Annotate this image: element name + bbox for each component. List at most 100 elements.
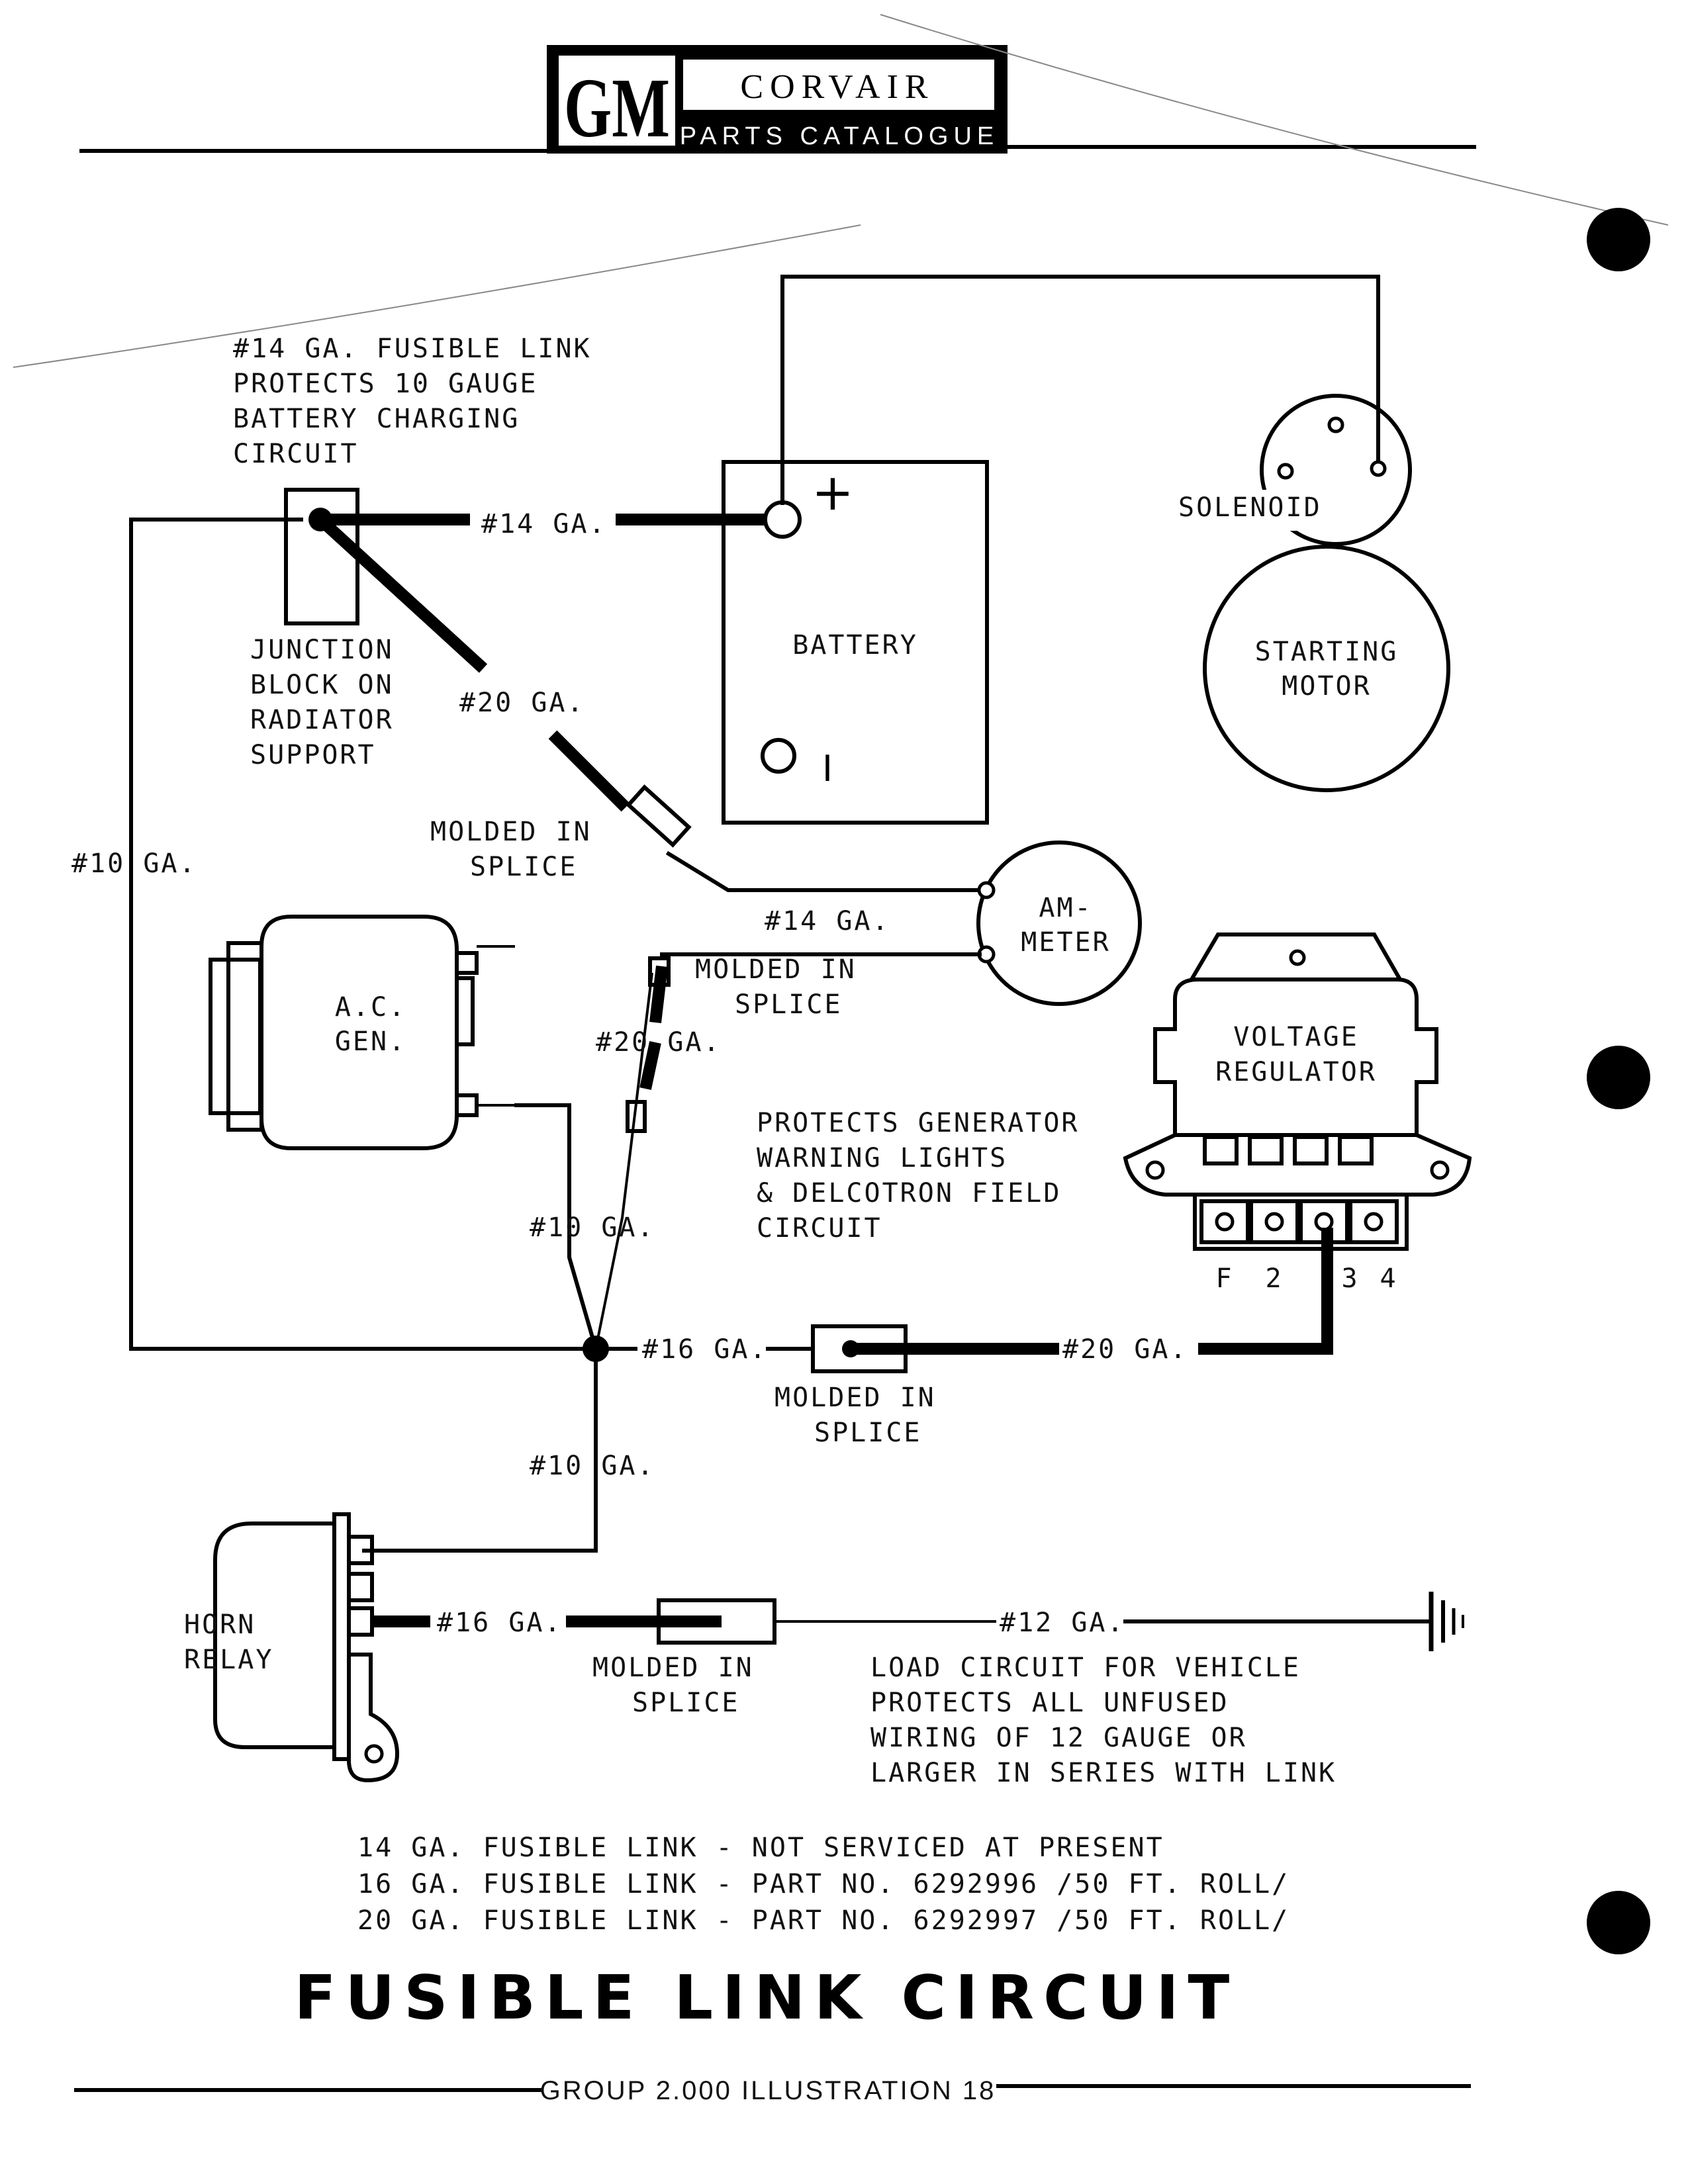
horn-relay-mount-hole [364, 1744, 384, 1764]
starting-motor-label-1: STARTING [1255, 637, 1399, 667]
page-title: FUSIBLE LINK CIRCUIT [295, 1962, 1239, 2033]
fusible-note-line-3: BATTERY CHARGING [233, 404, 520, 434]
protects-generator-line-3: & DELCOTRON FIELD [757, 1178, 1061, 1208]
header-name-panel [683, 60, 994, 110]
load-circuit-line-4: LARGER IN SERIES WITH LINK [870, 1758, 1336, 1788]
solenoid-label: SOLENOID [1178, 492, 1322, 523]
fusible-link-20-regulator-end [1198, 1228, 1333, 1355]
label-20-gauge-top: #20 GA. [459, 688, 585, 718]
fusible-note-line-2: PROTECTS 10 GAUGE [233, 369, 538, 399]
voltage-regulator [1123, 933, 1472, 1251]
ac-generator-terminal-top [455, 951, 479, 975]
molded-splice-1-label-2: SPLICE [470, 852, 578, 882]
molded-splice-2-label-1: MOLDED IN [695, 954, 857, 985]
scan-line-1 [13, 224, 861, 368]
binder-hole-bottom [1587, 1891, 1650, 1954]
voltage-regulator-mount-right [1430, 1160, 1450, 1180]
molded-splice-2b [626, 1100, 647, 1133]
voltage-regulator-mount-left [1145, 1160, 1165, 1180]
fusible-note: #14 GA. FUSIBLE LINK PROTECTS 10 GAUGE B… [233, 334, 592, 469]
regulator-screw-f [1215, 1212, 1235, 1232]
protects-generator-line-1: PROTECTS GENERATOR [757, 1108, 1079, 1138]
fusible-link-20-segment-b [649, 965, 668, 1024]
gm-logo-panel [559, 56, 675, 146]
binder-hole-top [1587, 208, 1650, 271]
junction-block-label-1: JUNCTION [250, 635, 394, 665]
ac-generator-terminal-bottom [455, 1093, 479, 1117]
horn-relay-terminal-2 [347, 1572, 374, 1602]
scan-line-2 [880, 14, 1669, 226]
molded-splice-2 [648, 956, 671, 987]
horn-relay-base [332, 1512, 351, 1761]
horn-relay-cover [213, 1522, 334, 1749]
molded-splice-4-label-2: SPLICE [632, 1688, 740, 1718]
terminal-label-3: 3 [1341, 1263, 1359, 1294]
gm-logo: GM [564, 61, 670, 155]
regulator-terminal-4 [1348, 1199, 1399, 1244]
note-14-gauge: 14 GA. FUSIBLE LINK - NOT SERVICED AT PR… [357, 1833, 1164, 1863]
horn-relay [213, 1512, 400, 1783]
voltage-regulator-screw [1289, 949, 1306, 966]
molded-splice-2-label-2: SPLICE [735, 989, 843, 1020]
regulator-tab-3 [1293, 1135, 1329, 1165]
ac-gen-label-1: A.C. [335, 992, 406, 1023]
fusible-link-20-segment-a [639, 1041, 661, 1090]
note-20-gauge: 20 GA. FUSIBLE LINK - PART NO. 6292997 /… [357, 1905, 1289, 1936]
label-20-gauge-right: #20 GA. [1062, 1334, 1188, 1365]
note-16-gauge: 16 GA. FUSIBLE LINK - PART NO. 6292996 /… [357, 1869, 1289, 1899]
regulator-terminal-block [1193, 1193, 1409, 1251]
battery-negative-terminal [761, 738, 796, 774]
ac-generator-pulley [209, 958, 262, 1115]
battery-positive-terminal [763, 500, 802, 539]
catalogue-header: GM CORVAIR PARTS CATALOGUE [79, 45, 1476, 155]
ac-generator [209, 915, 515, 1150]
scan-artifacts [13, 14, 1669, 368]
solenoid-terminal-2 [1277, 463, 1294, 480]
load-circuit-line-3: WIRING OF 12 GAUGE OR [870, 1723, 1247, 1753]
regulator-screw-2 [1264, 1212, 1284, 1232]
footer-label: GROUP 2.000 ILLUSTRATION 18 [540, 2076, 996, 2105]
battery-cable-to-solenoid [780, 275, 1380, 505]
label-16-gauge-mid: #16 GA. [642, 1334, 768, 1365]
label-10-gauge-low: #10 GA. [530, 1451, 655, 1481]
fusible-link-20-upper [316, 515, 488, 673]
solenoid-label-bg [1172, 490, 1337, 531]
horn-relay-label-2: RELAY [184, 1645, 273, 1675]
horn-relay-terminal-3 [347, 1606, 374, 1637]
regulator-tab-2 [1248, 1135, 1284, 1165]
ac-generator-body [259, 915, 459, 1150]
regulator-terminal-f [1199, 1199, 1250, 1244]
ammeter-label-1: AM- [1039, 893, 1092, 923]
terminal-label-2: 2 [1265, 1263, 1283, 1294]
ammeter-label-2: METER [1021, 927, 1110, 958]
fusible-note-line-1: #14 GA. FUSIBLE LINK [233, 334, 592, 364]
regulator-tab-1 [1203, 1135, 1239, 1165]
molded-splice-1 [626, 784, 692, 848]
label-14-gauge-top-text: #14 GA. [481, 509, 607, 539]
binder-holes [1587, 208, 1650, 1954]
voltage-regulator-label-2: REGULATOR [1215, 1057, 1377, 1087]
label-10-gauge-left: #10 GA. [71, 848, 197, 879]
battery [722, 460, 989, 825]
protects-generator-line-2: WARNING LIGHTS [757, 1143, 1008, 1173]
label-20-gauge-mid: #20 GA. [596, 1027, 722, 1058]
battery-label: BATTERY [792, 630, 918, 660]
battery-minus-sign: I [822, 748, 833, 790]
horn-relay-label-1: HORN [184, 1610, 256, 1640]
label-14-gauge-mid: #14 GA. [765, 906, 890, 936]
solenoid [1260, 394, 1412, 546]
regulator-terminal-2 [1249, 1199, 1299, 1244]
junction-block-label-3: RADIATOR [250, 705, 394, 735]
regulator-tab-4 [1338, 1135, 1374, 1165]
starting-motor-label-2: MOTOR [1282, 671, 1371, 702]
battery-plus-sign: + [812, 463, 854, 522]
fusible-link-20-lower [548, 730, 630, 812]
part-notes: 14 GA. FUSIBLE LINK - NOT SERVICED AT PR… [357, 1833, 1289, 1936]
terminal-label-4: 4 [1380, 1263, 1397, 1294]
solenoid-terminal-3 [1370, 460, 1387, 477]
protects-generator-line-4: CIRCUIT [757, 1213, 882, 1244]
molded-splice-4-label-1: MOLDED IN [592, 1653, 754, 1683]
molded-splice-3-label-1: MOLDED IN [774, 1383, 936, 1413]
header-parts-catalogue: PARTS CATALOGUE [680, 122, 999, 150]
wire-20-gauge-diagonal [594, 972, 653, 1349]
